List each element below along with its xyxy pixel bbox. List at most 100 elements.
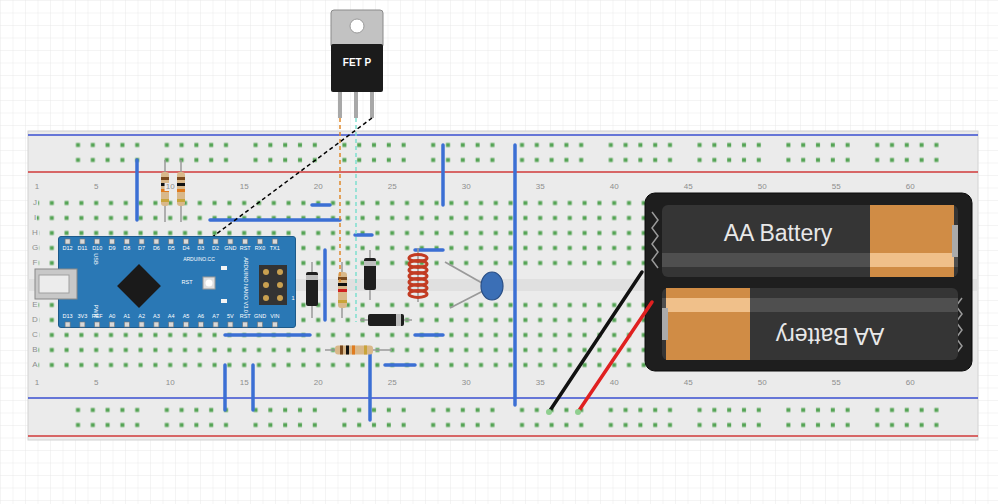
jumper-wire <box>323 250 327 320</box>
row-letter: H <box>31 229 39 237</box>
header-pin <box>184 239 189 244</box>
pin-label: A3 <box>153 314 160 320</box>
jumper-wire <box>415 248 443 252</box>
pin-label: D5 <box>168 246 175 252</box>
column-number: 55 <box>831 183 842 191</box>
mosfet-tab-hole <box>350 19 364 33</box>
column-number: 35 <box>535 183 546 191</box>
mosfet-leg <box>370 92 374 118</box>
column-number: 60 <box>905 379 916 387</box>
jumper-wire <box>415 333 443 337</box>
rail-line-red <box>28 171 978 172</box>
usb-port <box>39 275 69 293</box>
column-number: 25 <box>387 183 398 191</box>
header-pin <box>213 239 218 244</box>
jumper-wire <box>312 203 330 207</box>
row-letter: J <box>32 199 38 207</box>
row-letter: B <box>31 346 38 354</box>
resistor-band <box>177 189 185 192</box>
pin-label: D8 <box>123 246 130 252</box>
usb-connector <box>35 269 77 299</box>
wire-end <box>575 409 581 415</box>
column-number: 5 <box>93 183 99 191</box>
pin-label: A2 <box>138 314 145 320</box>
resistor-band <box>364 346 367 355</box>
header-pin <box>80 239 85 244</box>
battery-holder <box>546 193 972 415</box>
rail-line-blue <box>28 134 978 135</box>
jumper-wire <box>251 365 255 410</box>
battery-cell: AA Battery <box>662 288 958 360</box>
header-pin <box>272 239 277 244</box>
capacitor-lead <box>450 291 483 308</box>
part-label: FET P <box>343 58 371 68</box>
header-pin <box>272 322 277 327</box>
diode-symbol <box>360 314 412 326</box>
row-letter: F <box>32 259 39 267</box>
diode-body <box>364 258 376 290</box>
resistor-band <box>161 199 169 202</box>
resistor-band <box>177 183 185 186</box>
column-number: 10 <box>165 183 176 191</box>
battery-holder-body <box>645 193 972 371</box>
icsp-pin <box>263 282 269 288</box>
column-number: 35 <box>535 379 546 387</box>
header-pin <box>124 322 129 327</box>
header-pin <box>258 322 263 327</box>
header-pin <box>80 322 85 327</box>
header-pin <box>243 322 248 327</box>
pin-label: RST <box>240 314 251 320</box>
header-pin <box>139 239 144 244</box>
header-pin <box>110 239 115 244</box>
column-number: 15 <box>239 379 250 387</box>
diode-band <box>396 314 401 326</box>
resistor-symbol <box>161 160 169 222</box>
wire-end <box>546 409 552 415</box>
resistor-body <box>177 172 185 206</box>
column-number: 60 <box>905 183 916 191</box>
header-pin <box>139 322 144 327</box>
header-pin <box>198 322 203 327</box>
arduino-board: D12D11D10D9D8D7D6D5D4D3D2GNDRSTRX0TX1D13… <box>58 236 296 328</box>
icsp-pin <box>263 269 269 275</box>
jumper-wire <box>385 363 415 367</box>
jumper-wire <box>368 350 372 420</box>
resistor-band <box>340 346 343 355</box>
pin-label: ARDUINO NANO V3.0 <box>242 257 248 313</box>
column-number: 20 <box>313 183 324 191</box>
pin-label: GND <box>224 246 236 252</box>
capacitor-symbol <box>445 262 503 308</box>
led <box>221 266 227 270</box>
pin-label: 3V3 <box>77 314 87 320</box>
resistor-symbol <box>177 160 185 222</box>
pin-label: D13 <box>63 314 73 320</box>
dashed-wire <box>211 118 372 238</box>
header-pin <box>184 322 189 327</box>
pin-label: D10 <box>92 246 102 252</box>
inductor-symbol <box>409 248 427 302</box>
pin-label: USB <box>92 253 98 264</box>
pin-label: A0 <box>109 314 116 320</box>
pin-label: A5 <box>183 314 190 320</box>
breadboard-body <box>28 131 978 440</box>
icsp-header <box>259 265 287 305</box>
resistor-band <box>177 199 185 202</box>
column-number: 45 <box>683 379 694 387</box>
diode-band <box>306 275 318 280</box>
pin-label: D9 <box>108 246 115 252</box>
header-pin <box>213 322 218 327</box>
column-number: 50 <box>757 183 768 191</box>
icsp-pin <box>263 295 269 301</box>
resistor-band <box>352 346 355 355</box>
resistor-symbol <box>338 262 347 318</box>
battery-cell: AA Battery <box>662 205 958 277</box>
pin-label: PWR <box>92 305 98 318</box>
rail-line-blue <box>28 397 978 398</box>
column-number: 10 <box>165 379 176 387</box>
header-pin <box>95 322 100 327</box>
column-number: 5 <box>93 379 99 387</box>
battery-wire-black <box>549 272 642 412</box>
battery-terminal <box>666 288 750 360</box>
diode-symbol <box>306 262 318 318</box>
